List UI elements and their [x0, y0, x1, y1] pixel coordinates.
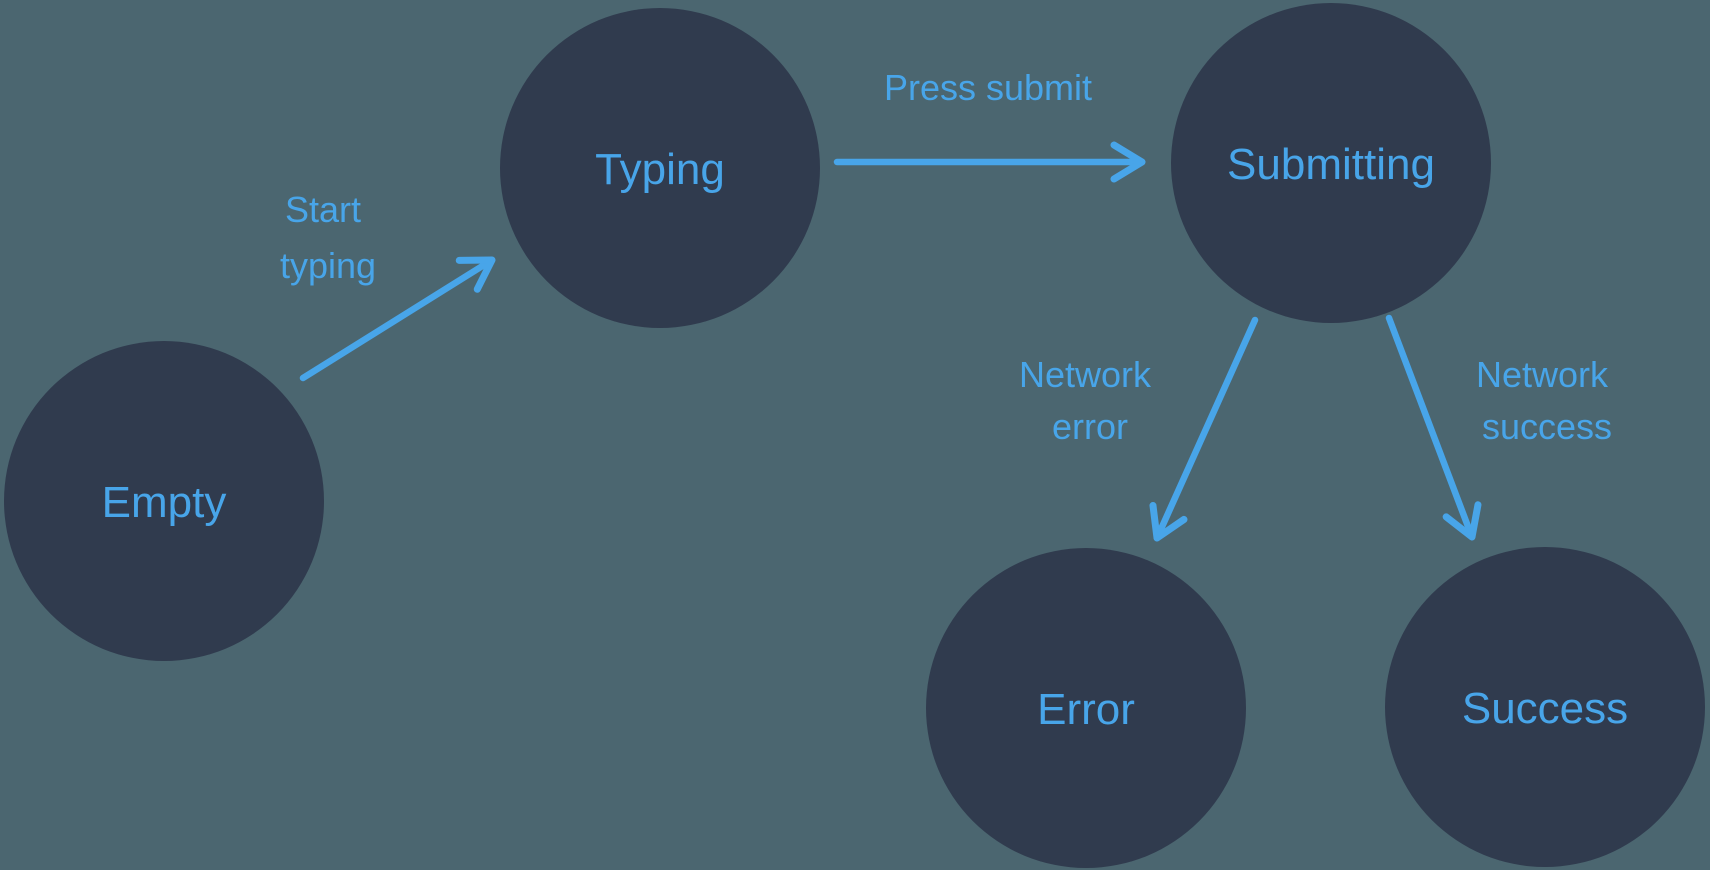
transition-label-start-typing: Start typing	[280, 189, 376, 286]
state-node-empty-label: Empty	[102, 478, 227, 527]
transition-arrow-network-error	[1149, 316, 1259, 542]
state-node-typing-label: Typing	[595, 145, 725, 194]
state-node-submitting: Submitting	[1171, 3, 1491, 323]
state-node-error-circle	[926, 548, 1246, 868]
transition-label-network-error: Network error	[1019, 354, 1161, 447]
state-node-success: Success	[1385, 547, 1705, 867]
state-node-error-label: Error	[1037, 685, 1135, 734]
state-node-success-label: Success	[1462, 684, 1628, 733]
transition-arrow-start-typing	[299, 256, 496, 382]
transition-label-press-submit: Press submit	[884, 67, 1092, 108]
transition-labels: Start typing Press submit Network error …	[280, 67, 1618, 447]
transition-arrow-network-success	[1385, 314, 1482, 541]
state-node-empty: Empty	[4, 341, 324, 661]
state-node-empty-circle	[4, 341, 324, 661]
state-node-success-circle	[1385, 547, 1705, 867]
state-node-submitting-circle	[1171, 3, 1491, 323]
state-node-error: Error	[926, 548, 1246, 868]
state-node-submitting-label: Submitting	[1227, 140, 1435, 189]
state-node-typing-circle	[500, 8, 820, 328]
transitions	[299, 141, 1482, 542]
transition-label-network-success: Network success	[1476, 354, 1618, 447]
state-node-typing: Typing	[500, 8, 820, 328]
